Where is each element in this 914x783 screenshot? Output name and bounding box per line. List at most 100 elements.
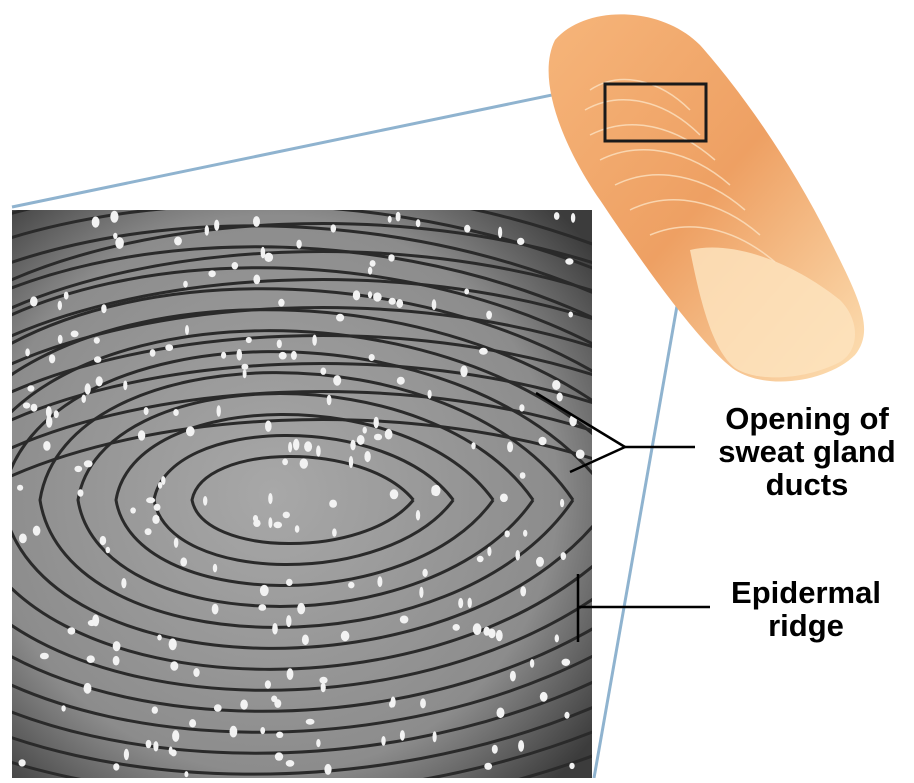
sweat-gland-label-line-2: sweat gland (700, 435, 914, 468)
sweat-pore (388, 254, 394, 261)
sweat-pore (208, 270, 215, 277)
sweat-pore (286, 579, 293, 586)
sweat-pore (569, 763, 574, 769)
sweat-pore (432, 299, 437, 310)
sweat-pore (316, 445, 321, 456)
sweat-pore (385, 429, 393, 440)
sweat-pore (458, 598, 463, 608)
fingertip-illustration (549, 14, 865, 381)
sweat-pore (419, 587, 423, 598)
sweat-pore (144, 407, 149, 415)
sweat-pore (562, 659, 571, 666)
sweat-pore (471, 442, 475, 449)
sweat-pore (332, 528, 337, 536)
sweat-pore (64, 292, 69, 300)
sweat-pore (296, 240, 301, 249)
sweat-pore (498, 227, 502, 239)
sweat-pore (170, 661, 178, 670)
sweat-pore (560, 499, 564, 507)
sweat-pore (282, 459, 288, 466)
sweat-pore (230, 726, 238, 738)
sweat-pore (212, 604, 219, 615)
sweat-pore (19, 759, 26, 766)
sweat-pore (85, 383, 91, 394)
sweat-pore (568, 312, 573, 318)
sweat-pore (500, 494, 508, 503)
sweat-pore (276, 732, 283, 738)
sweat-pore (433, 731, 437, 742)
sweat-pore (464, 289, 469, 295)
sweat-pore (364, 451, 370, 462)
sweat-pore (530, 659, 534, 668)
sweat-pore (523, 530, 527, 537)
sweat-pore (518, 740, 524, 752)
sweat-pore (333, 375, 341, 386)
sweat-pore (150, 349, 156, 357)
sweat-pore (54, 410, 59, 418)
sweat-pore (477, 556, 484, 562)
sweat-pore (510, 671, 516, 682)
sweat-pore (507, 442, 513, 453)
sweat-pore (350, 440, 355, 451)
sweat-pore (221, 352, 226, 359)
sweat-pore (497, 708, 505, 719)
sweat-pore (286, 760, 295, 767)
sweat-pore (265, 680, 271, 689)
sweat-pore (193, 668, 199, 677)
sweat-pore (389, 701, 394, 708)
sweat-pore (353, 290, 360, 300)
sweat-pore (519, 404, 524, 411)
sweat-pore (291, 351, 297, 360)
sweat-pore (295, 525, 300, 532)
sweat-pore (203, 496, 207, 506)
sweat-pore (124, 749, 129, 760)
sweat-pore (253, 275, 260, 285)
sweat-pore (368, 291, 372, 298)
sweat-pore (253, 216, 260, 227)
sweat-pore (145, 528, 152, 535)
sweat-pore (357, 435, 365, 445)
sweat-pore (416, 510, 420, 521)
sweat-pore (121, 578, 126, 588)
sweat-pore (153, 741, 158, 751)
sweat-pore (288, 442, 292, 453)
sweat-pore (130, 507, 136, 513)
sweat-pore (555, 634, 559, 642)
sweat-pore (287, 668, 294, 680)
sweat-pore (49, 354, 55, 363)
sweat-pore (396, 212, 401, 222)
sweat-pore (171, 749, 177, 756)
sweat-pore (157, 635, 162, 641)
sweat-pore (58, 335, 63, 344)
epidermal-ridge-pointer (578, 574, 710, 642)
sweat-pore (397, 377, 405, 385)
sweat-pore (420, 698, 426, 708)
sweat-pore (389, 298, 396, 305)
sweat-pore (87, 655, 95, 663)
sweat-pore (113, 233, 117, 239)
sweat-pore (297, 603, 305, 614)
sweat-pore (214, 704, 222, 712)
sweat-pore (329, 500, 337, 508)
sweat-pore (240, 700, 248, 710)
sweat-pore (94, 337, 100, 344)
sweat-pore (172, 730, 179, 742)
sweat-pore (479, 348, 488, 355)
sweat-pore (84, 460, 93, 467)
sweat-pore (158, 482, 162, 489)
sweat-pore (154, 504, 161, 511)
sweat-pore (71, 331, 79, 338)
sweat-pore (496, 630, 503, 641)
sweat-pore (331, 224, 337, 232)
sweat-pore (468, 598, 472, 608)
sweat-pore (237, 349, 243, 361)
sweat-pore (92, 615, 99, 627)
sweat-pore (243, 370, 247, 379)
sweat-pore (306, 719, 315, 725)
sweat-pore (213, 564, 217, 573)
sweat-pore (327, 395, 332, 406)
sweat-pore (101, 304, 106, 313)
zoom-line-top (12, 84, 605, 207)
